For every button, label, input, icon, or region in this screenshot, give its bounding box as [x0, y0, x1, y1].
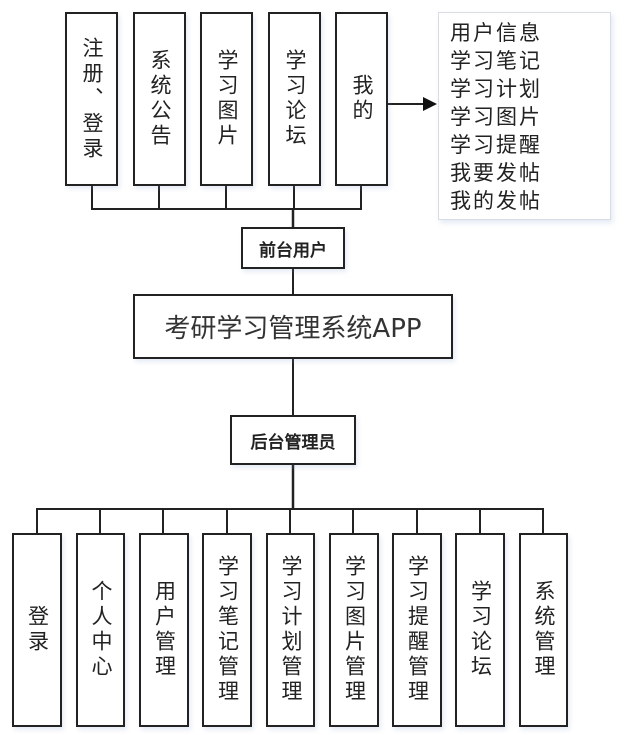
- front-user-label: 前台用户: [259, 240, 327, 261]
- front-module-study-images: 学习图片: [200, 12, 253, 186]
- module-label: 系统公告: [148, 49, 172, 149]
- module-label: 个人中心: [89, 580, 113, 680]
- front-user-node: 前台用户: [241, 227, 345, 269]
- admin-module-notes-management: 学习笔记管理: [202, 533, 252, 727]
- admin-module-system-management: 系统管理: [519, 533, 568, 727]
- admin-module-user-management: 用户管理: [139, 533, 189, 727]
- admin-module-personal-center: 个人中心: [76, 533, 125, 727]
- module-label: 学习提醒管理: [405, 555, 430, 705]
- submenu-item: 用户信息: [450, 21, 542, 45]
- admin-label: 后台管理员: [250, 432, 336, 453]
- front-module-announcement: 系统公告: [133, 12, 186, 186]
- submenu-item: 学习笔记: [450, 49, 542, 73]
- admin-module-login: 登录: [12, 533, 62, 727]
- admin-module-forum: 学习论坛: [455, 533, 505, 727]
- module-label: 注册、登录: [80, 36, 104, 162]
- module-label: 用户管理: [152, 580, 177, 680]
- submenu-item: 我要发帖: [450, 161, 542, 185]
- submenu-item: 学习计划: [450, 77, 542, 101]
- module-label: 学习论坛: [468, 580, 493, 680]
- front-module-mine: 我的: [335, 12, 388, 186]
- module-label: 学习图片管理: [342, 555, 367, 705]
- front-module-forum: 学习论坛: [268, 12, 321, 186]
- admin-module-reminder-management: 学习提醒管理: [392, 533, 442, 727]
- module-label: 学习图片: [215, 49, 239, 149]
- arrow-head-icon: [423, 97, 437, 111]
- admin-node: 后台管理员: [230, 415, 356, 465]
- module-label: 学习笔记管理: [215, 555, 240, 705]
- admin-module-images-management: 学习图片管理: [329, 533, 379, 727]
- module-label: 登录: [25, 605, 50, 655]
- root-system-title: 考研学习管理系统APP: [164, 314, 422, 344]
- module-label: 我的: [350, 74, 374, 124]
- module-label: 学习计划管理: [279, 555, 303, 705]
- root-system-node: 考研学习管理系统APP: [133, 294, 453, 359]
- admin-module-plan-management: 学习计划管理: [266, 533, 315, 727]
- submenu-item: 学习提醒: [450, 133, 542, 157]
- module-label: 系统管理: [532, 580, 556, 680]
- front-module-register-login: 注册、登录: [65, 12, 118, 186]
- mine-submenu-box: 用户信息 学习笔记 学习计划 学习图片 学习提醒 我要发帖 我的发帖: [438, 12, 611, 220]
- submenu-item: 学习图片: [450, 105, 542, 129]
- module-label: 学习论坛: [283, 49, 307, 149]
- submenu-item: 我的发帖: [450, 189, 542, 213]
